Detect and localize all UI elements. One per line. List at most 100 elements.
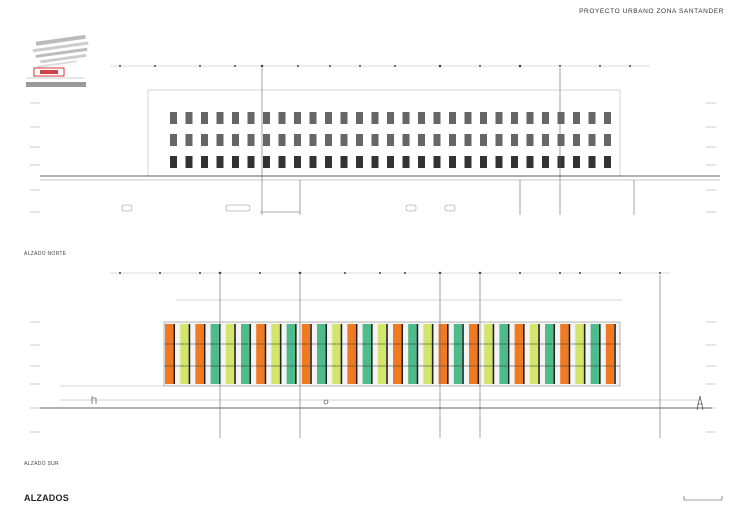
facade-panel: [529, 324, 539, 384]
logo-graphic: [26, 34, 89, 87]
window: [449, 112, 456, 124]
window: [278, 156, 286, 168]
window: [449, 156, 456, 168]
project-logo: [24, 32, 104, 92]
window: [294, 156, 301, 168]
facade-panel: [347, 324, 356, 384]
window: [371, 112, 379, 124]
louver-line: [310, 324, 312, 384]
louver-line: [279, 324, 282, 384]
louver-line: [416, 324, 419, 384]
louver-line: [614, 324, 616, 384]
louver-line: [203, 324, 206, 384]
window: [511, 156, 518, 168]
facade-panel: [453, 324, 463, 384]
louver-line: [553, 324, 556, 384]
louver-line: [234, 324, 236, 384]
window: [402, 112, 410, 124]
window: [573, 156, 580, 168]
window: [464, 134, 472, 146]
window: [449, 134, 456, 146]
window: [201, 134, 208, 146]
window: [418, 156, 425, 168]
window: [278, 134, 286, 146]
window: [604, 112, 611, 124]
facade-panel: [195, 324, 204, 384]
facade-panel: [332, 324, 341, 384]
window: [511, 112, 518, 124]
louver-line: [462, 324, 464, 384]
window: [309, 134, 317, 146]
louver-line: [477, 324, 480, 384]
facade-panel: [241, 324, 250, 384]
facade-panel: [438, 324, 447, 384]
window: [340, 156, 348, 168]
window: [480, 134, 487, 146]
window: [495, 156, 503, 168]
facade-panel: [225, 324, 235, 384]
facade-panel: [605, 324, 615, 384]
louver-line: [249, 324, 252, 384]
window: [526, 112, 534, 124]
window: [371, 134, 379, 146]
window: [387, 156, 394, 168]
window: [557, 112, 565, 124]
window: [495, 134, 503, 146]
louver-line: [340, 324, 343, 384]
facade-panel: [590, 324, 599, 384]
window: [387, 112, 394, 124]
window: [557, 156, 565, 168]
facade-panel: [545, 324, 554, 384]
facade-panel: [180, 324, 189, 384]
window: [573, 134, 580, 146]
facade-panel: [484, 324, 493, 384]
window: [604, 156, 611, 168]
window: [170, 134, 177, 146]
window: [263, 156, 270, 168]
window: [216, 134, 224, 146]
window: [464, 156, 472, 168]
window: [170, 112, 177, 124]
window: [294, 134, 301, 146]
sheet-title: ALZADOS: [24, 493, 69, 503]
louver-line: [538, 324, 540, 384]
south-elevation-caption: ALZADO SUR: [24, 461, 59, 467]
window: [495, 112, 503, 124]
window: [526, 156, 534, 168]
window: [356, 112, 363, 124]
facade-panel: [408, 324, 417, 384]
window: [185, 134, 193, 146]
window: [464, 112, 472, 124]
facade-panel: [423, 324, 432, 384]
window: [433, 156, 441, 168]
window: [511, 134, 518, 146]
facade-panel: [271, 324, 280, 384]
window: [170, 156, 177, 168]
window: [325, 156, 332, 168]
window: [309, 112, 317, 124]
north-elevation-caption: ALZADO NORTE: [24, 251, 67, 257]
window: [247, 156, 255, 168]
window: [480, 112, 487, 124]
facade-panel: [301, 324, 311, 384]
facade-panel: [362, 324, 371, 384]
louver-line: [386, 324, 388, 384]
louver-line: [173, 324, 176, 384]
window: [387, 134, 394, 146]
window: [433, 112, 441, 124]
window: [604, 134, 611, 146]
window: [309, 156, 317, 168]
window: [526, 134, 534, 146]
window: [325, 134, 332, 146]
window: [402, 156, 410, 168]
window: [402, 134, 410, 146]
louver-line: [401, 324, 404, 384]
window: [573, 112, 580, 124]
window: [185, 156, 193, 168]
window: [480, 156, 487, 168]
window: [433, 134, 441, 146]
window: [216, 112, 224, 124]
facade-panel: [514, 324, 523, 384]
